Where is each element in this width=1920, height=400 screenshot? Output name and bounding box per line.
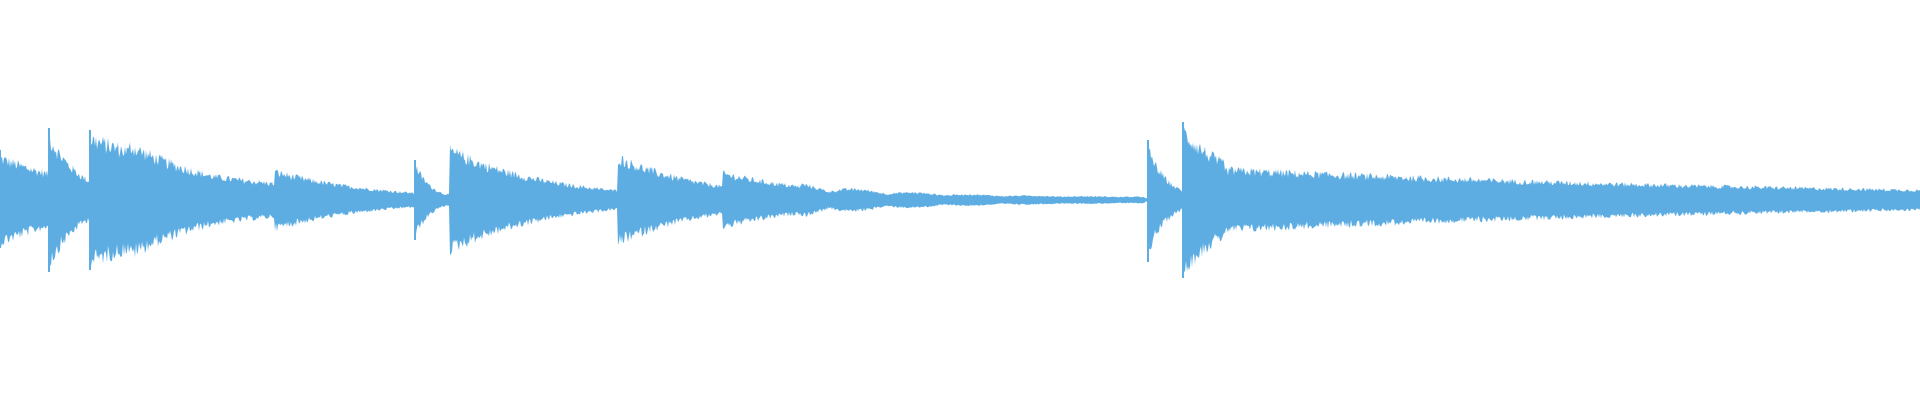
- waveform-lines: [0, 122, 1184, 278]
- waveform-envelope: [0, 127, 1920, 272]
